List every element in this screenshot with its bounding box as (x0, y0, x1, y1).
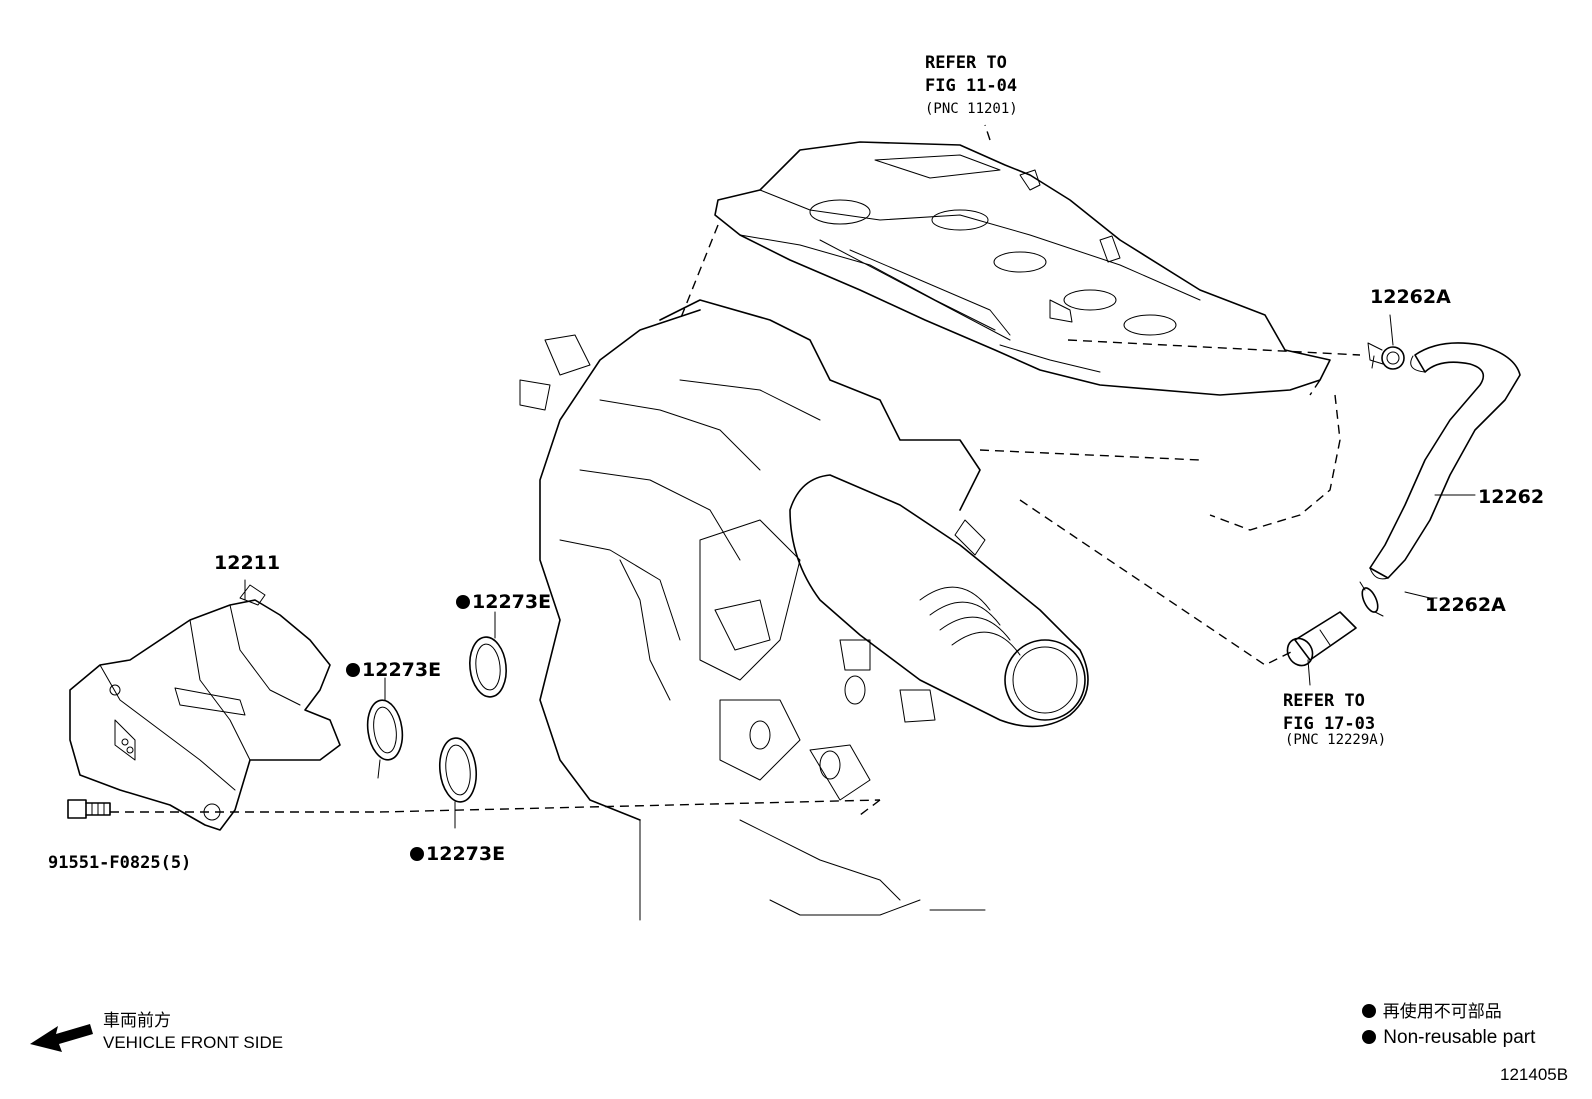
part-gasket-mid[interactable]: 12273E (346, 661, 441, 680)
legend-en-text: Non-reusable part (1383, 1027, 1536, 1048)
refer-union-label: REFER TO FIG 17-03 (1283, 690, 1375, 736)
refer-cover-line2: FIG 11-04 (925, 76, 1018, 96)
part-separator[interactable]: 12211 (214, 552, 281, 574)
part-gasket-mid-number: 12273E (362, 659, 442, 681)
bolt (67, 799, 111, 819)
part-clip-bottom[interactable]: 12262A (1425, 594, 1506, 616)
part-hose[interactable]: 12262 (1478, 486, 1545, 508)
part-gasket-lower[interactable]: 12273E (410, 845, 505, 864)
leader-lines (110, 124, 1476, 816)
refer-union-line2: FIG 17-03 (1283, 714, 1376, 734)
non-reusable-dot-icon (410, 847, 424, 861)
refer-union-pnc: (PNC 12229A) (1285, 732, 1387, 748)
part-bolt[interactable]: 91551-F0825(5) (48, 853, 192, 873)
front-direction-en: VEHICLE FRONT SIDE (103, 1033, 284, 1052)
non-reusable-dot-icon (346, 663, 360, 677)
part-gasket-upper[interactable]: 12273E (456, 593, 551, 612)
part-gasket-lower-number: 12273E (426, 843, 506, 865)
figure-code: 121405B (1500, 1065, 1569, 1084)
ventilation-hose (1369, 342, 1521, 580)
intake-duct (789, 474, 1089, 728)
front-direction-jp: 車両前方 (103, 1011, 171, 1030)
part-gasket-upper-number: 12273E (472, 591, 552, 613)
refer-cover-line1: REFER TO (925, 53, 1007, 73)
ventilation-union (1286, 611, 1357, 667)
gaskets (366, 611, 507, 829)
refer-cover-pnc: (PNC 11201) (925, 101, 1018, 117)
legend-jp-text: 再使用不可部品 (1382, 1002, 1502, 1021)
non-reusable-dot-icon (1362, 1030, 1376, 1044)
refer-cover-label: REFER TO FIG 11-04 (925, 52, 1017, 98)
non-reusable-dot-icon (1362, 1004, 1376, 1018)
engine-block (519, 299, 986, 921)
non-reusable-dot-icon (456, 595, 470, 609)
oil-separator (69, 584, 341, 831)
hose-clips (1359, 342, 1405, 617)
part-clip-top[interactable]: 12262A (1370, 286, 1451, 308)
arrow-icon (30, 1024, 93, 1052)
legend-en: Non-reusable part (1362, 1028, 1535, 1047)
cylinder-head-cover (714, 141, 1331, 396)
legend-jp: 再使用不可部品 (1362, 1003, 1502, 1020)
refer-union-line1: REFER TO (1283, 691, 1365, 711)
